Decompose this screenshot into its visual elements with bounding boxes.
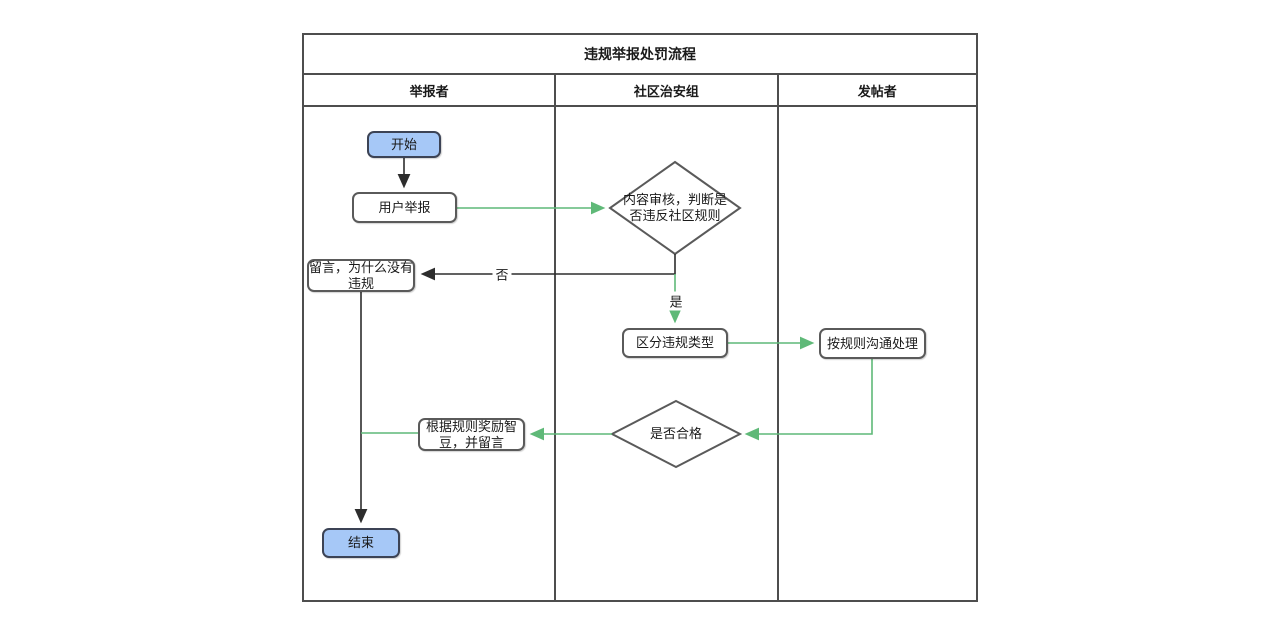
node-classify-violation: 区分违规类型 [622, 328, 728, 358]
node-communicate-handle: 按规则沟通处理 [819, 328, 926, 359]
node-end: 结束 [322, 528, 400, 558]
node-reward-and-reply: 根据规则奖励智豆，并留言 [418, 418, 525, 451]
node-no-violation-reply: 留言，为什么没有违规 [307, 259, 415, 292]
swimlane-frame: 违规举报处罚流程 举报者 社区治安组 发帖者 [302, 33, 978, 602]
diagram-title: 违规举报处罚流程 [304, 35, 976, 75]
lane-header-poster: 发帖者 [857, 83, 897, 99]
lane-body [304, 107, 976, 600]
lane-security-team [556, 107, 779, 600]
node-start: 开始 [367, 131, 441, 158]
edge-label-no: 否 [492, 264, 512, 284]
edge-label-yes: 是 [666, 291, 686, 311]
lane-header-security-team: 社区治安组 [556, 75, 779, 105]
lane-header-row: 举报者 社区治安组 发帖者 [304, 75, 976, 107]
lane-header-reporter: 举报者 [304, 75, 557, 105]
lane-reporter [304, 107, 557, 600]
node-user-report: 用户举报 [352, 192, 457, 223]
